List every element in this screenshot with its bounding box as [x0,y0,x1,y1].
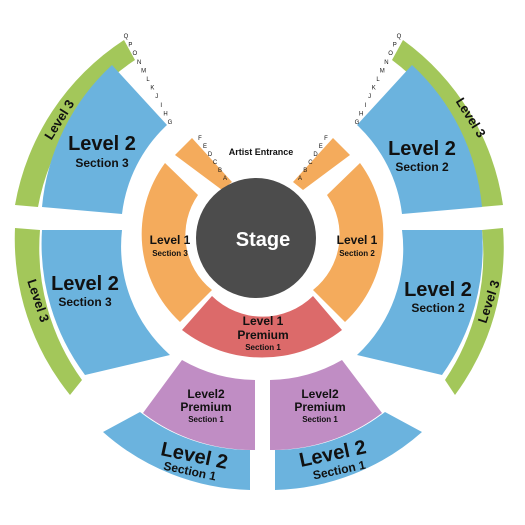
right-wing-row-c: C [308,160,313,166]
left-upper-row-g: G [168,120,173,126]
artist-entrance-label: Artist Entrance [229,147,294,157]
left-upper-row-q: Q [124,34,129,40]
level2-premium-right[interactable] [270,360,382,451]
level2-section2-lower[interactable] [357,230,483,375]
level1-s3-section: Section 3 [152,249,188,258]
right-upper-row-o: O [388,51,393,57]
l2p-right-l1: Level2 [301,387,339,401]
level1-premium[interactable] [182,296,342,358]
left-upper-row-i: I [160,103,162,109]
right-upper-row-q: Q [397,34,402,40]
stage [196,178,316,298]
right-wing-row-f: F [324,136,328,142]
right-wing-row-a: A [298,176,302,182]
left-wing-row-f: F [198,136,202,142]
right-upper-row-p: P [393,43,397,49]
level2-section2-upper[interactable] [357,65,482,214]
level3-right-lower-section[interactable] [445,228,504,395]
left-upper-row-m: M [141,68,146,74]
level1-premium-l3: Section 1 [245,343,281,352]
level2-s2-lower-level: Level 2 [404,279,472,301]
level1-s2-section: Section 2 [339,249,375,258]
right-upper-row-m: M [380,68,385,74]
level2-section3-lower[interactable] [41,230,170,375]
right-upper-row-k: K [372,86,376,92]
right-upper-row-l: L [376,77,380,83]
left-upper-row-j: J [155,94,158,100]
level2-s3-upper-section: Section 3 [75,156,129,170]
left-wing-row-a: A [223,176,227,182]
level1-s3-level: Level 1 [150,233,191,247]
left-wing-row-e: E [203,144,207,150]
level2-section1-left[interactable] [103,412,250,490]
l2p-left-l1: Level2 [187,387,225,401]
level1-section3[interactable] [141,163,212,322]
level2-s2-upper-section: Section 2 [395,160,449,174]
level2-s2-upper-level: Level 2 [388,138,456,160]
left-upper-row-p: P [128,43,132,49]
level2-premium-left[interactable] [143,360,255,451]
left-wing-row-b: B [218,168,222,174]
right-upper-row-j: J [368,94,371,100]
level3-left-lower-section[interactable] [14,228,82,395]
left-upper-row-h: H [163,111,167,117]
right-upper-row-h: H [359,111,363,117]
l2p-left-l3: Section 1 [188,415,224,424]
left-upper-row-l: L [146,77,150,83]
left-upper-row-k: K [150,86,154,92]
right-wing-row-e: E [319,144,323,150]
left-wing-row-c: C [213,160,218,166]
l2p-right-l2: Premium [294,400,345,414]
l2p-right-l3: Section 1 [302,415,338,424]
right-upper-row-g: G [355,120,360,126]
wing-right[interactable] [293,138,350,190]
right-upper-row-n: N [384,60,388,66]
wing-left[interactable] [175,138,232,190]
right-wing-row-d: D [313,152,318,158]
level2-section1-right[interactable] [275,412,422,490]
level2-s3-lower-section: Section 3 [58,295,112,309]
level2-s3-lower-level: Level 2 [51,273,119,295]
left-upper-row-n: N [137,60,141,66]
level1-s2-level: Level 1 [337,233,378,247]
left-upper-row-o: O [132,51,137,57]
level2-s3-upper-level: Level 2 [68,133,136,155]
level2-s2-lower-section: Section 2 [411,301,465,315]
stage-label: Stage [236,229,290,251]
level2-section3-upper[interactable] [42,65,167,214]
left-wing-row-d: D [208,152,213,158]
right-wing-row-b: B [303,168,307,174]
level1-premium-l2: Premium [237,328,288,342]
right-upper-row-i: I [365,103,367,109]
level1-premium-l1: Level 1 [243,314,284,328]
l2p-left-l2: Premium [180,400,231,414]
level1-section2[interactable] [313,163,384,322]
